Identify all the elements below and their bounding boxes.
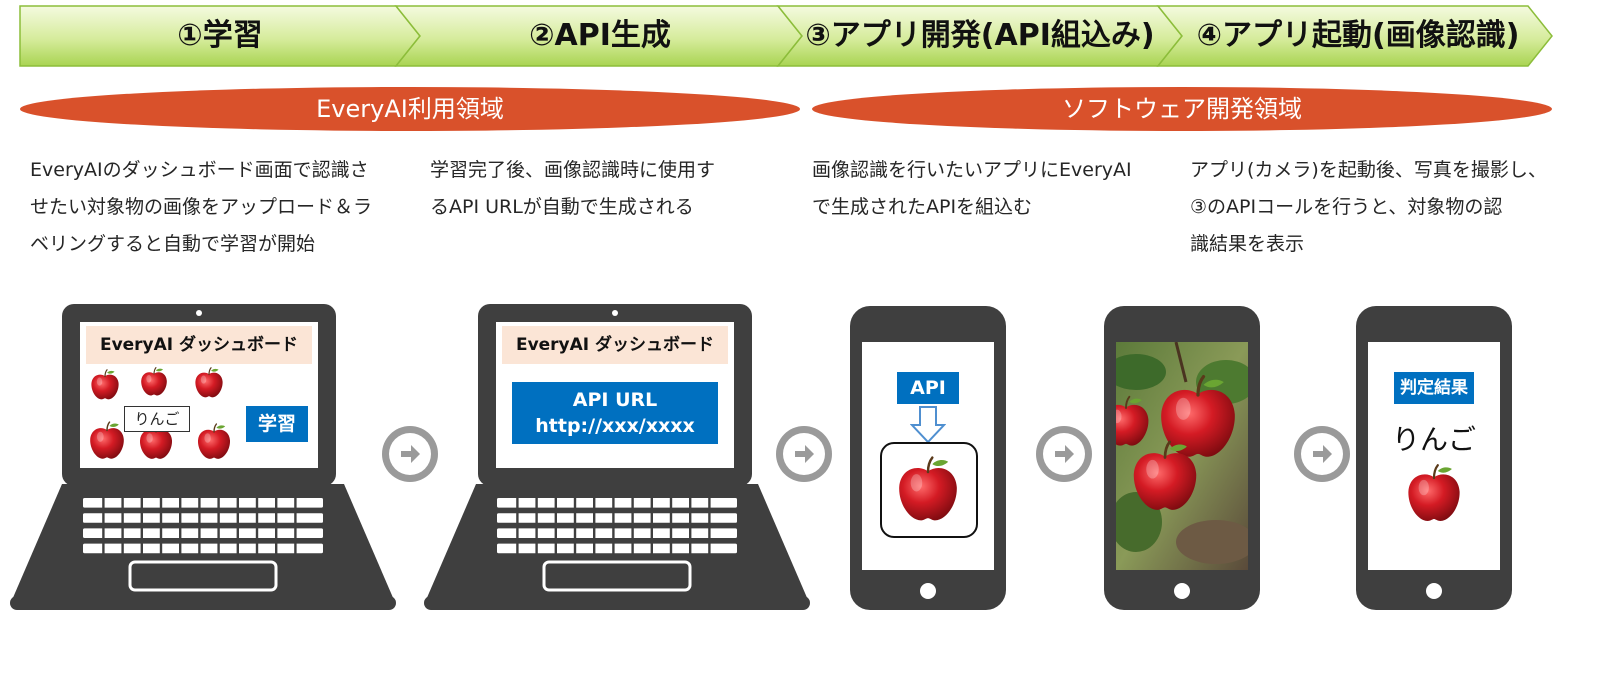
api-badge: API [897, 372, 959, 404]
laptop-2-base [424, 484, 810, 610]
laptop-1-screen: EveryAI ダッシュボード りんご 学習 [80, 322, 318, 468]
description-1: EveryAIのダッシュボード画面で認識さ せたい対象物の画像をアップロード＆ラ… [30, 152, 410, 263]
dashboard-title: EveryAI ダッシュボード [502, 326, 728, 364]
camera-icon [612, 310, 618, 316]
api-url-box: API URL http://xxx/xxxx [512, 382, 718, 444]
label-tag: りんご [124, 406, 190, 432]
step-chevron-4 [1156, 5, 1553, 67]
description-line: アプリ(カメラ)を起動後、写真を撮影し、 [1190, 159, 1547, 181]
api-url-value: http://xxx/xxxx [535, 415, 695, 437]
phone-2 [1104, 306, 1260, 610]
apple-icon [88, 368, 122, 402]
description-line: ③のAPIコールを行うと、対象物の認 [1190, 196, 1503, 218]
apple-icon [1402, 462, 1466, 526]
phone-2-screen [1116, 342, 1248, 570]
phone-1: API [850, 306, 1006, 610]
laptop-2-screen: EveryAI ダッシュボード API URL http://xxx/xxxx [496, 322, 734, 468]
capture-frame [880, 442, 978, 538]
learn-button[interactable]: 学習 [246, 406, 308, 442]
phone-3-screen: 判定結果 りんご [1368, 342, 1500, 570]
home-button-icon [920, 583, 936, 599]
apple-icon [86, 420, 128, 462]
step-label-3: ③アプリ開発(API組込み) [805, 18, 1155, 53]
description-line: るAPI URLが自動で生成される [430, 196, 694, 218]
next-arrow-icon [382, 426, 438, 482]
apple-tree-photo [1116, 342, 1248, 570]
api-url-label: API URL [572, 389, 658, 411]
description-4: アプリ(カメラ)を起動後、写真を撮影し、 ③のAPIコールを行うと、対象物の認 … [1190, 152, 1590, 263]
laptop-1-base [10, 484, 396, 610]
step-label-1: ①学習 [177, 18, 263, 53]
home-button-icon [1174, 583, 1190, 599]
description-line: ベリングすると自動で学習が開始 [30, 233, 316, 255]
description-line: で生成されたAPIを組込む [812, 196, 1033, 218]
description-line: せたい対象物の画像をアップロード＆ラ [30, 196, 373, 218]
phone-3: 判定結果 りんご [1356, 306, 1512, 610]
description-line: 画像認識を行いたいアプリにEveryAI [812, 159, 1132, 181]
domain-software-dev: ソフトウェア開発領域 [812, 87, 1552, 131]
apple-icon [192, 366, 226, 400]
result-value: りんご [1391, 423, 1476, 456]
apple-icon [194, 422, 234, 462]
step-chevron-bar [19, 5, 1553, 67]
apple-icon [892, 454, 964, 526]
camera-icon [196, 310, 202, 316]
description-line: 識結果を表示 [1190, 233, 1305, 255]
laptop-1-lid: EveryAI ダッシュボード りんご 学習 [62, 304, 336, 486]
next-arrow-icon [776, 426, 832, 482]
down-arrow-icon [910, 406, 946, 444]
step-label-4: ④アプリ起動(画像認識) [1196, 18, 1520, 53]
dashboard-title: EveryAI ダッシュボード [86, 326, 312, 364]
result-header: 判定結果 [1394, 372, 1474, 404]
description-line: EveryAIのダッシュボード画面で認識さ [30, 159, 369, 181]
description-line: 学習完了後、画像認識時に使用す [430, 159, 716, 181]
step-label-2: ②API生成 [529, 18, 671, 53]
domain-everyai: EveryAI利用領域 [20, 87, 800, 131]
phone-1-screen: API [862, 342, 994, 570]
home-button-icon [1426, 583, 1442, 599]
laptop-2-lid: EveryAI ダッシュボード API URL http://xxx/xxxx [478, 304, 752, 486]
description-2: 学習完了後、画像認識時に使用す るAPI URLが自動で生成される [430, 152, 780, 226]
description-3: 画像認識を行いたいアプリにEveryAI で生成されたAPIを組込む [812, 152, 1172, 226]
next-arrow-icon [1036, 426, 1092, 482]
apple-icon [138, 366, 170, 398]
next-arrow-icon [1294, 426, 1350, 482]
